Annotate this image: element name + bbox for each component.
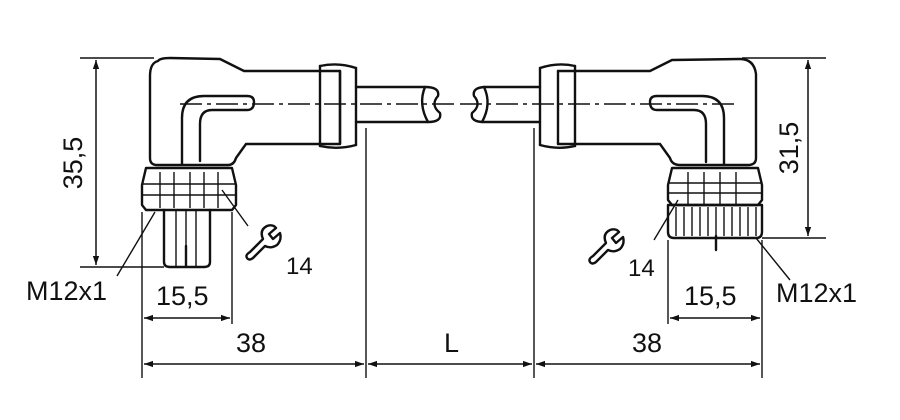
- right-nut-label: 15,5: [684, 281, 737, 311]
- cable-length-label: L: [444, 328, 459, 358]
- right-length-label: 38: [632, 328, 662, 358]
- left-height-dimension: 35,5: [58, 57, 164, 268]
- wrench-icon: [245, 224, 282, 261]
- left-coupling-nut: [140, 166, 238, 212]
- right-wrench-size: 14: [628, 255, 655, 282]
- left-height-label: 35,5: [58, 137, 88, 190]
- left-thread-tip: [162, 208, 212, 269]
- left-wrench-size: 14: [286, 253, 313, 280]
- right-nut-dimension: 15,5: [667, 240, 763, 378]
- left-length-dimension: 38: [144, 128, 367, 378]
- right-length-dimension: 38: [536, 328, 760, 368]
- left-housing: [148, 56, 342, 167]
- right-housing: [556, 57, 758, 167]
- left-housing-inner: [180, 94, 256, 166]
- left-nut-dimension: 15,5: [141, 212, 233, 378]
- wrench-icon: [588, 228, 625, 265]
- left-nut-label: 15,5: [156, 281, 209, 311]
- left-length-label: 38: [236, 328, 266, 358]
- right-housing-inner: [648, 94, 726, 166]
- right-height-dimension: 31,5: [742, 57, 826, 239]
- right-coupling-nut: [666, 166, 764, 207]
- right-thread-label: M12x1: [776, 278, 857, 308]
- left-connector: [140, 56, 456, 269]
- cable-length-dimension: L: [368, 128, 535, 378]
- right-height-label: 31,5: [774, 122, 804, 175]
- right-connector: [460, 57, 764, 252]
- left-thread-label: M12x1: [26, 276, 107, 306]
